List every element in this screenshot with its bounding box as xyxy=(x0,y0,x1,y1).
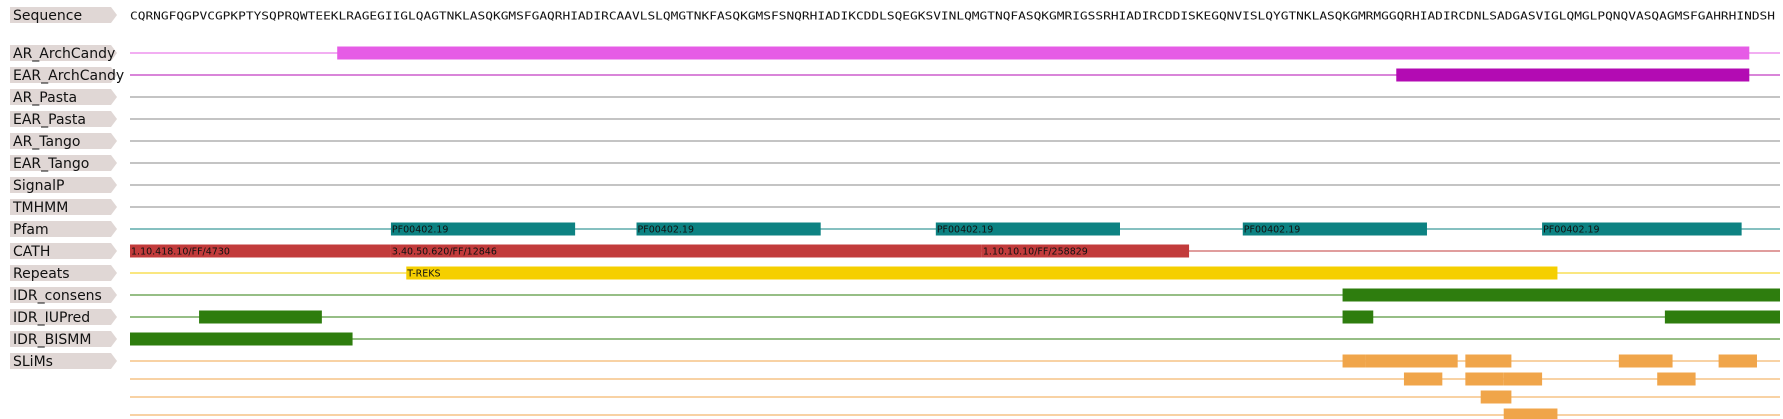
track-label-ar_tango: AR_Tango xyxy=(13,134,80,150)
feature-cath-0-0[interactable] xyxy=(130,244,391,258)
feature-repeats-0-0[interactable] xyxy=(406,266,1558,280)
track-label-ear_archcandy: EAR_ArchCandy xyxy=(13,68,124,84)
track-label-tag-ear_archcandy xyxy=(10,67,117,83)
feature-slims-1-0[interactable] xyxy=(1403,372,1443,386)
track-label-tag-repeats xyxy=(10,265,117,281)
feature-pfam-0-4[interactable] xyxy=(1542,222,1742,236)
feature-slims-1-2[interactable] xyxy=(1503,372,1543,386)
feature-idr_iupred-0-1[interactable] xyxy=(1342,310,1374,324)
track-label-tag-ar_pasta xyxy=(10,89,117,105)
track-label-tag-slims xyxy=(10,353,117,369)
track-label-tag-pfam xyxy=(10,221,117,237)
feature-idr_iupred-0-2[interactable] xyxy=(1664,310,1780,324)
track-label-ar_pasta: AR_Pasta xyxy=(13,90,77,106)
track-label-ear_tango: EAR_Tango xyxy=(13,156,89,172)
track-label-tag-idr_iupred xyxy=(10,309,117,325)
track-label-idr_consens: IDR_consens xyxy=(13,288,102,304)
feature-slims-0-4[interactable] xyxy=(1718,354,1757,368)
track-label-idr_bismm: IDR_BISMM xyxy=(13,332,91,348)
feature-cath-0-2[interactable] xyxy=(981,244,1190,258)
sequence-residues: CQRNGFQGPVCGPKPTYSQPRQWTEEKLRAGEGIIGLQAG… xyxy=(130,11,1775,23)
track-label-ear_pasta: EAR_Pasta xyxy=(13,112,86,128)
track-label-cath: CATH xyxy=(13,244,50,260)
track-label-tag-ar_tango xyxy=(10,133,117,149)
feature-idr_bismm-0-0[interactable] xyxy=(130,332,353,346)
feature-label-pfam-0: PF00402.19 xyxy=(392,225,449,236)
feature-slims-1-1[interactable] xyxy=(1465,372,1504,386)
feature-slims-0-2[interactable] xyxy=(1465,354,1512,368)
feature-cath-0-1[interactable] xyxy=(390,244,982,258)
feature-slims-0-3[interactable] xyxy=(1618,354,1673,368)
track-label-tag-tmhmm xyxy=(10,199,117,215)
track-label-tag-signalp xyxy=(10,177,117,193)
track-label-tag-idr_consens xyxy=(10,287,117,303)
track-label-tag-idr_bismm xyxy=(10,331,117,347)
feature-label-repeats-0: T-REKS xyxy=(406,269,440,280)
feature-label-pfam-2: PF00402.19 xyxy=(937,225,994,236)
track-label-repeats: Repeats xyxy=(13,266,70,282)
feature-pfam-0-1[interactable] xyxy=(636,222,821,236)
feature-label-cath-1: 3.40.50.620/FF/12846 xyxy=(392,247,497,258)
track-label-tag-ear_tango xyxy=(10,155,117,171)
feature-ear_archcandy-0-0[interactable] xyxy=(1396,68,1750,82)
track-label-tag-ar_archcandy xyxy=(10,45,117,61)
track-label-tag-cath xyxy=(10,243,117,259)
track-label-ar_archcandy: AR_ArchCandy xyxy=(13,46,115,62)
track-label-idr_iupred: IDR_IUPred xyxy=(13,310,90,326)
feature-slims-3-0[interactable] xyxy=(1503,408,1558,419)
feature-ar_archcandy-0-0[interactable] xyxy=(337,46,1750,60)
feature-pfam-0-0[interactable] xyxy=(390,222,576,236)
feature-label-pfam-3: PF00402.19 xyxy=(1244,225,1301,236)
track-label-pfam: Pfam xyxy=(13,222,49,238)
track-label-tmhmm: TMHMM xyxy=(12,200,68,216)
feature-label-pfam-4: PF00402.19 xyxy=(1543,225,1600,236)
track-label-signalp: SignalP xyxy=(13,178,64,194)
track-label-tag-sequence xyxy=(10,7,117,23)
feature-slims-0-0[interactable] xyxy=(1342,354,1366,368)
feature-slims-1-3[interactable] xyxy=(1657,372,1696,386)
feature-pfam-0-2[interactable] xyxy=(935,222,1120,236)
track-label-tag-ear_pasta xyxy=(10,111,117,127)
feature-label-pfam-1: PF00402.19 xyxy=(638,225,695,236)
feature-slims-2-0[interactable] xyxy=(1480,390,1512,404)
feature-label-cath-0: 1.10.418.10/FF/4730 xyxy=(131,247,230,258)
feature-idr_iupred-0-0[interactable] xyxy=(199,310,322,324)
feature-label-cath-2: 1.10.10.10/FF/258829 xyxy=(983,247,1088,258)
feature-slims-0-1[interactable] xyxy=(1365,354,1458,368)
track-label-slims: SLiMs xyxy=(13,354,53,370)
track-label-sequence: Sequence xyxy=(13,8,82,24)
feature-idr_consens-0-0[interactable] xyxy=(1342,288,1780,302)
feature-pfam-0-3[interactable] xyxy=(1242,222,1427,236)
